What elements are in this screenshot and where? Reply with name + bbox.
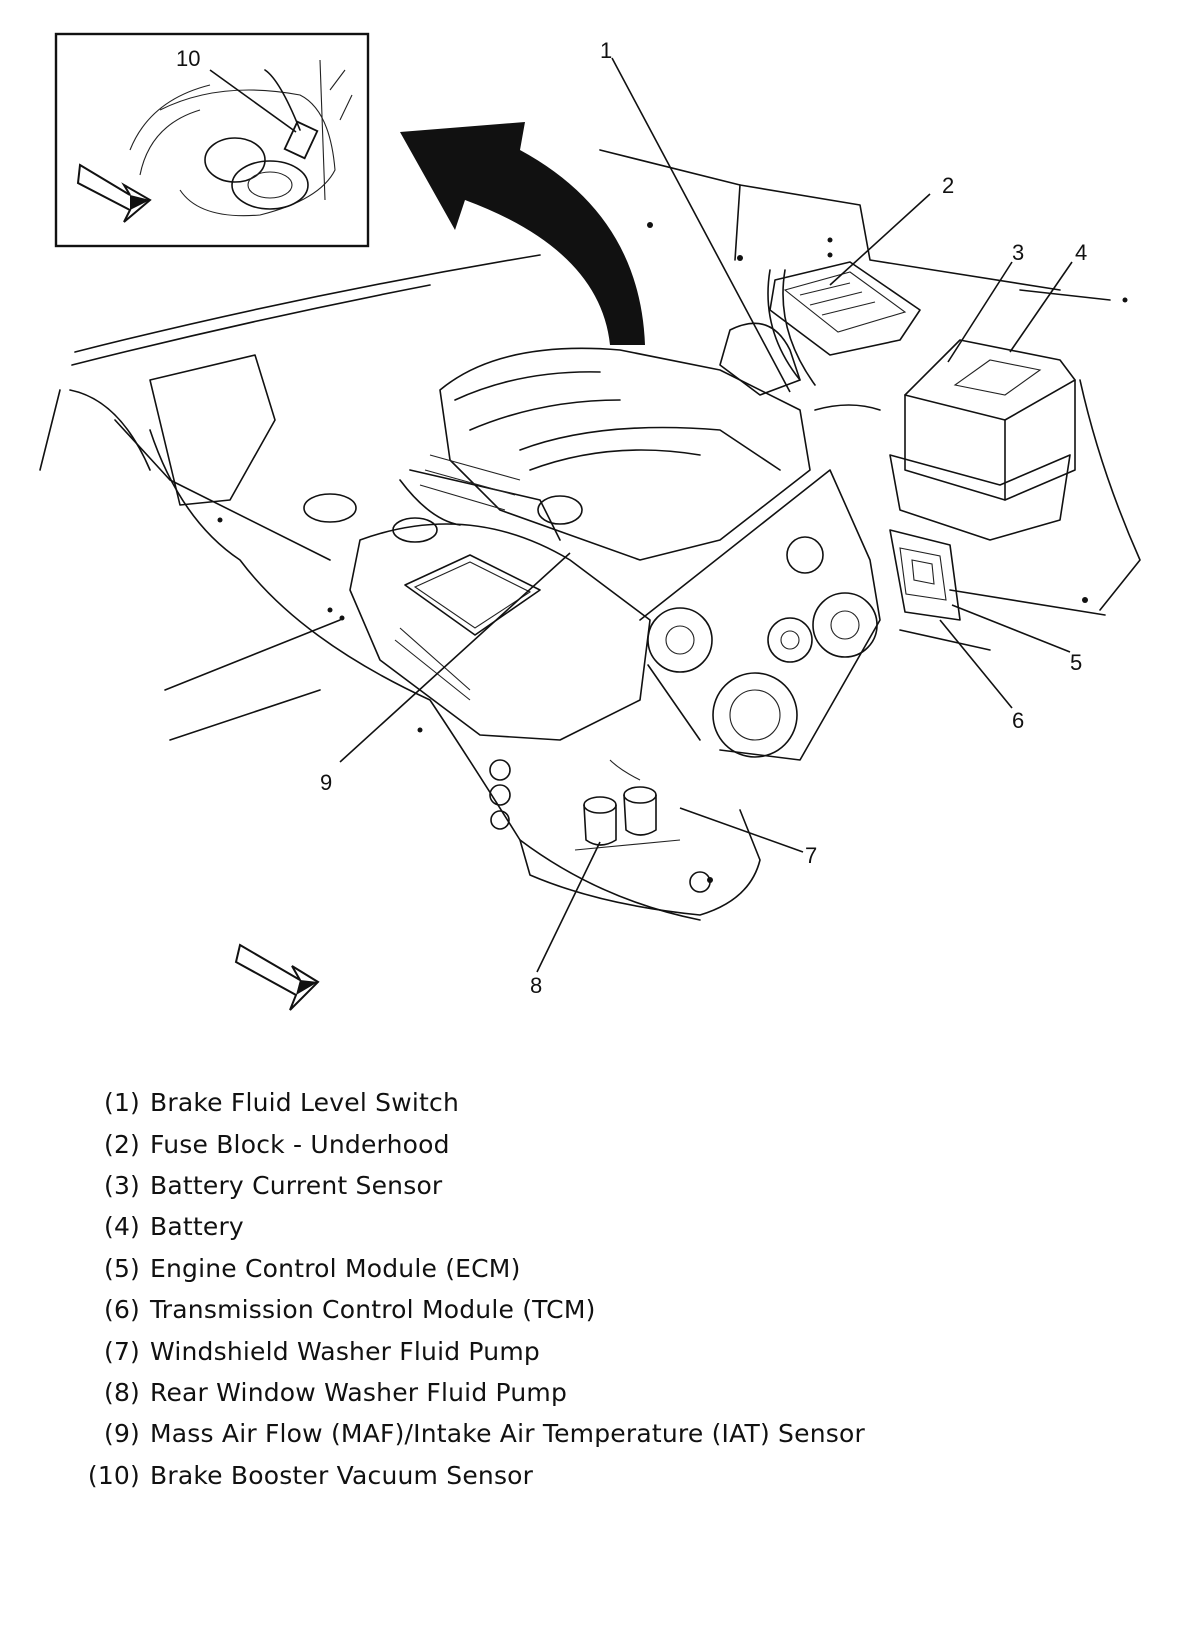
accessory-drive [639,469,881,761]
legend-label: Fuse Block - Underhood [150,1129,450,1159]
legend-label: Brake Fluid Level Switch [150,1088,459,1118]
battery [889,339,1076,541]
parts-legend: (1) Brake Fluid Level Switch (2) Fuse Bloc… [78,1082,865,1496]
callout-2: 2 [942,173,955,198]
legend-number: (3) [103,1170,140,1200]
callout-4: 4 [1075,240,1088,265]
legend-number: (7) [103,1336,140,1366]
callout-6: 6 [1012,708,1025,733]
legend-item: (8) Rear Window Washer Fluid Pump [78,1372,865,1413]
legend-item: (10) Brake Booster Vacuum Sensor [78,1455,865,1496]
control-modules [889,529,961,621]
legend-number: (2) [103,1129,140,1159]
legend-label: Rear Window Washer Fluid Pump [150,1377,568,1407]
callout-9: 9 [320,770,333,795]
legend-label: Battery Current Sensor [150,1170,443,1200]
legend-number: (8) [103,1377,140,1407]
view-arrow [400,122,645,345]
legend-number: (4) [103,1212,140,1242]
callout-3: 3 [1012,240,1025,265]
fuse-block [769,261,921,356]
legend-label: Mass Air Flow (MAF)/Intake Air Temperatu… [150,1419,865,1449]
legend-item: (5) Engine Control Module (ECM) [78,1248,865,1289]
legend-number: (10) [87,1460,140,1490]
engine [303,269,881,741]
legend-label: Brake Booster Vacuum Sensor [150,1460,534,1490]
leader-lines [339,57,1073,973]
legend-number: (5) [103,1253,140,1283]
engine-compartment-illustration [39,32,1141,1011]
legend-number: (6) [103,1295,140,1325]
legend-item: (4) Battery [78,1206,865,1247]
legend-label: Engine Control Module (ECM) [150,1253,521,1283]
legend-item: (2) Fuse Block - Underhood [78,1123,865,1164]
callout-1: 1 [600,38,613,63]
hardware-dots [217,222,1128,883]
callout-10: 10 [176,46,201,71]
legend-item: (6) Transmission Control Module (TCM) [78,1289,865,1330]
legend-item: (9) Mass Air Flow (MAF)/Intake Air Temper… [78,1413,865,1454]
callout-7: 7 [805,843,818,868]
legend-label: Windshield Washer Fluid Pump [150,1336,540,1366]
callout-8: 8 [530,973,543,998]
legend-label: Transmission Control Module (TCM) [150,1295,596,1325]
vehicle-body [39,149,1141,921]
legend-number: (9) [103,1419,140,1449]
legend-number: (1) [103,1088,140,1118]
legend-item: (7) Windshield Washer Fluid Pump [78,1330,865,1371]
washer-pumps [574,759,681,851]
inset-detail [54,32,370,248]
front-direction-arrow [234,943,320,1011]
legend-label: Battery [150,1212,244,1242]
callout-5: 5 [1070,650,1083,675]
legend-item: (3) Battery Current Sensor [78,1165,865,1206]
legend-item: (1) Brake Fluid Level Switch [78,1082,865,1123]
